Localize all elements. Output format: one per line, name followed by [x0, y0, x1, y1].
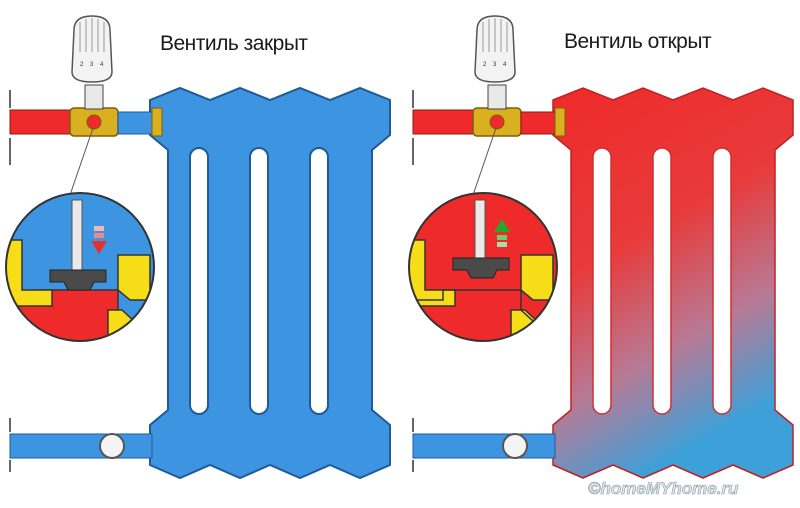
return-fitting: [99, 433, 125, 459]
scale-mark: 3: [493, 62, 497, 68]
title-open: Вентиль открыт: [564, 30, 712, 53]
arrow-up-icon: [494, 219, 510, 232]
radiator-cold: [149, 86, 391, 480]
title-closed: Вентиль закрыт: [160, 32, 308, 55]
scale-mark: 4: [503, 62, 507, 68]
supply-pipe: [9, 109, 71, 135]
scale-mark: 4: [100, 62, 104, 68]
return-pipe: [412, 433, 556, 459]
return-fitting: [502, 433, 528, 459]
watermark: ©homeMYhome.ru: [588, 479, 739, 498]
thermostat-head-right: 2 3 4: [474, 15, 516, 83]
scale-mark: 2: [80, 62, 84, 68]
valve-closed: [69, 84, 163, 137]
scale-mark: 3: [90, 62, 94, 68]
magnifier-closed: [5, 192, 155, 342]
radiator-hot: [552, 87, 794, 479]
left-panel: 2 3 4: [5, 15, 391, 480]
valve-open: [472, 84, 566, 137]
return-pipe: [9, 433, 153, 459]
right-panel: 2 3 4 Вентиль открыт: [408, 15, 794, 479]
arrow-down-icon: [91, 241, 107, 254]
leader-line: [472, 127, 497, 196]
thermostat-head-left: 2 3 4: [71, 15, 113, 83]
supply-pipe: [412, 109, 474, 135]
magnifier-open: [408, 192, 558, 342]
leader-line: [69, 127, 94, 196]
scale-mark: 2: [483, 62, 487, 68]
